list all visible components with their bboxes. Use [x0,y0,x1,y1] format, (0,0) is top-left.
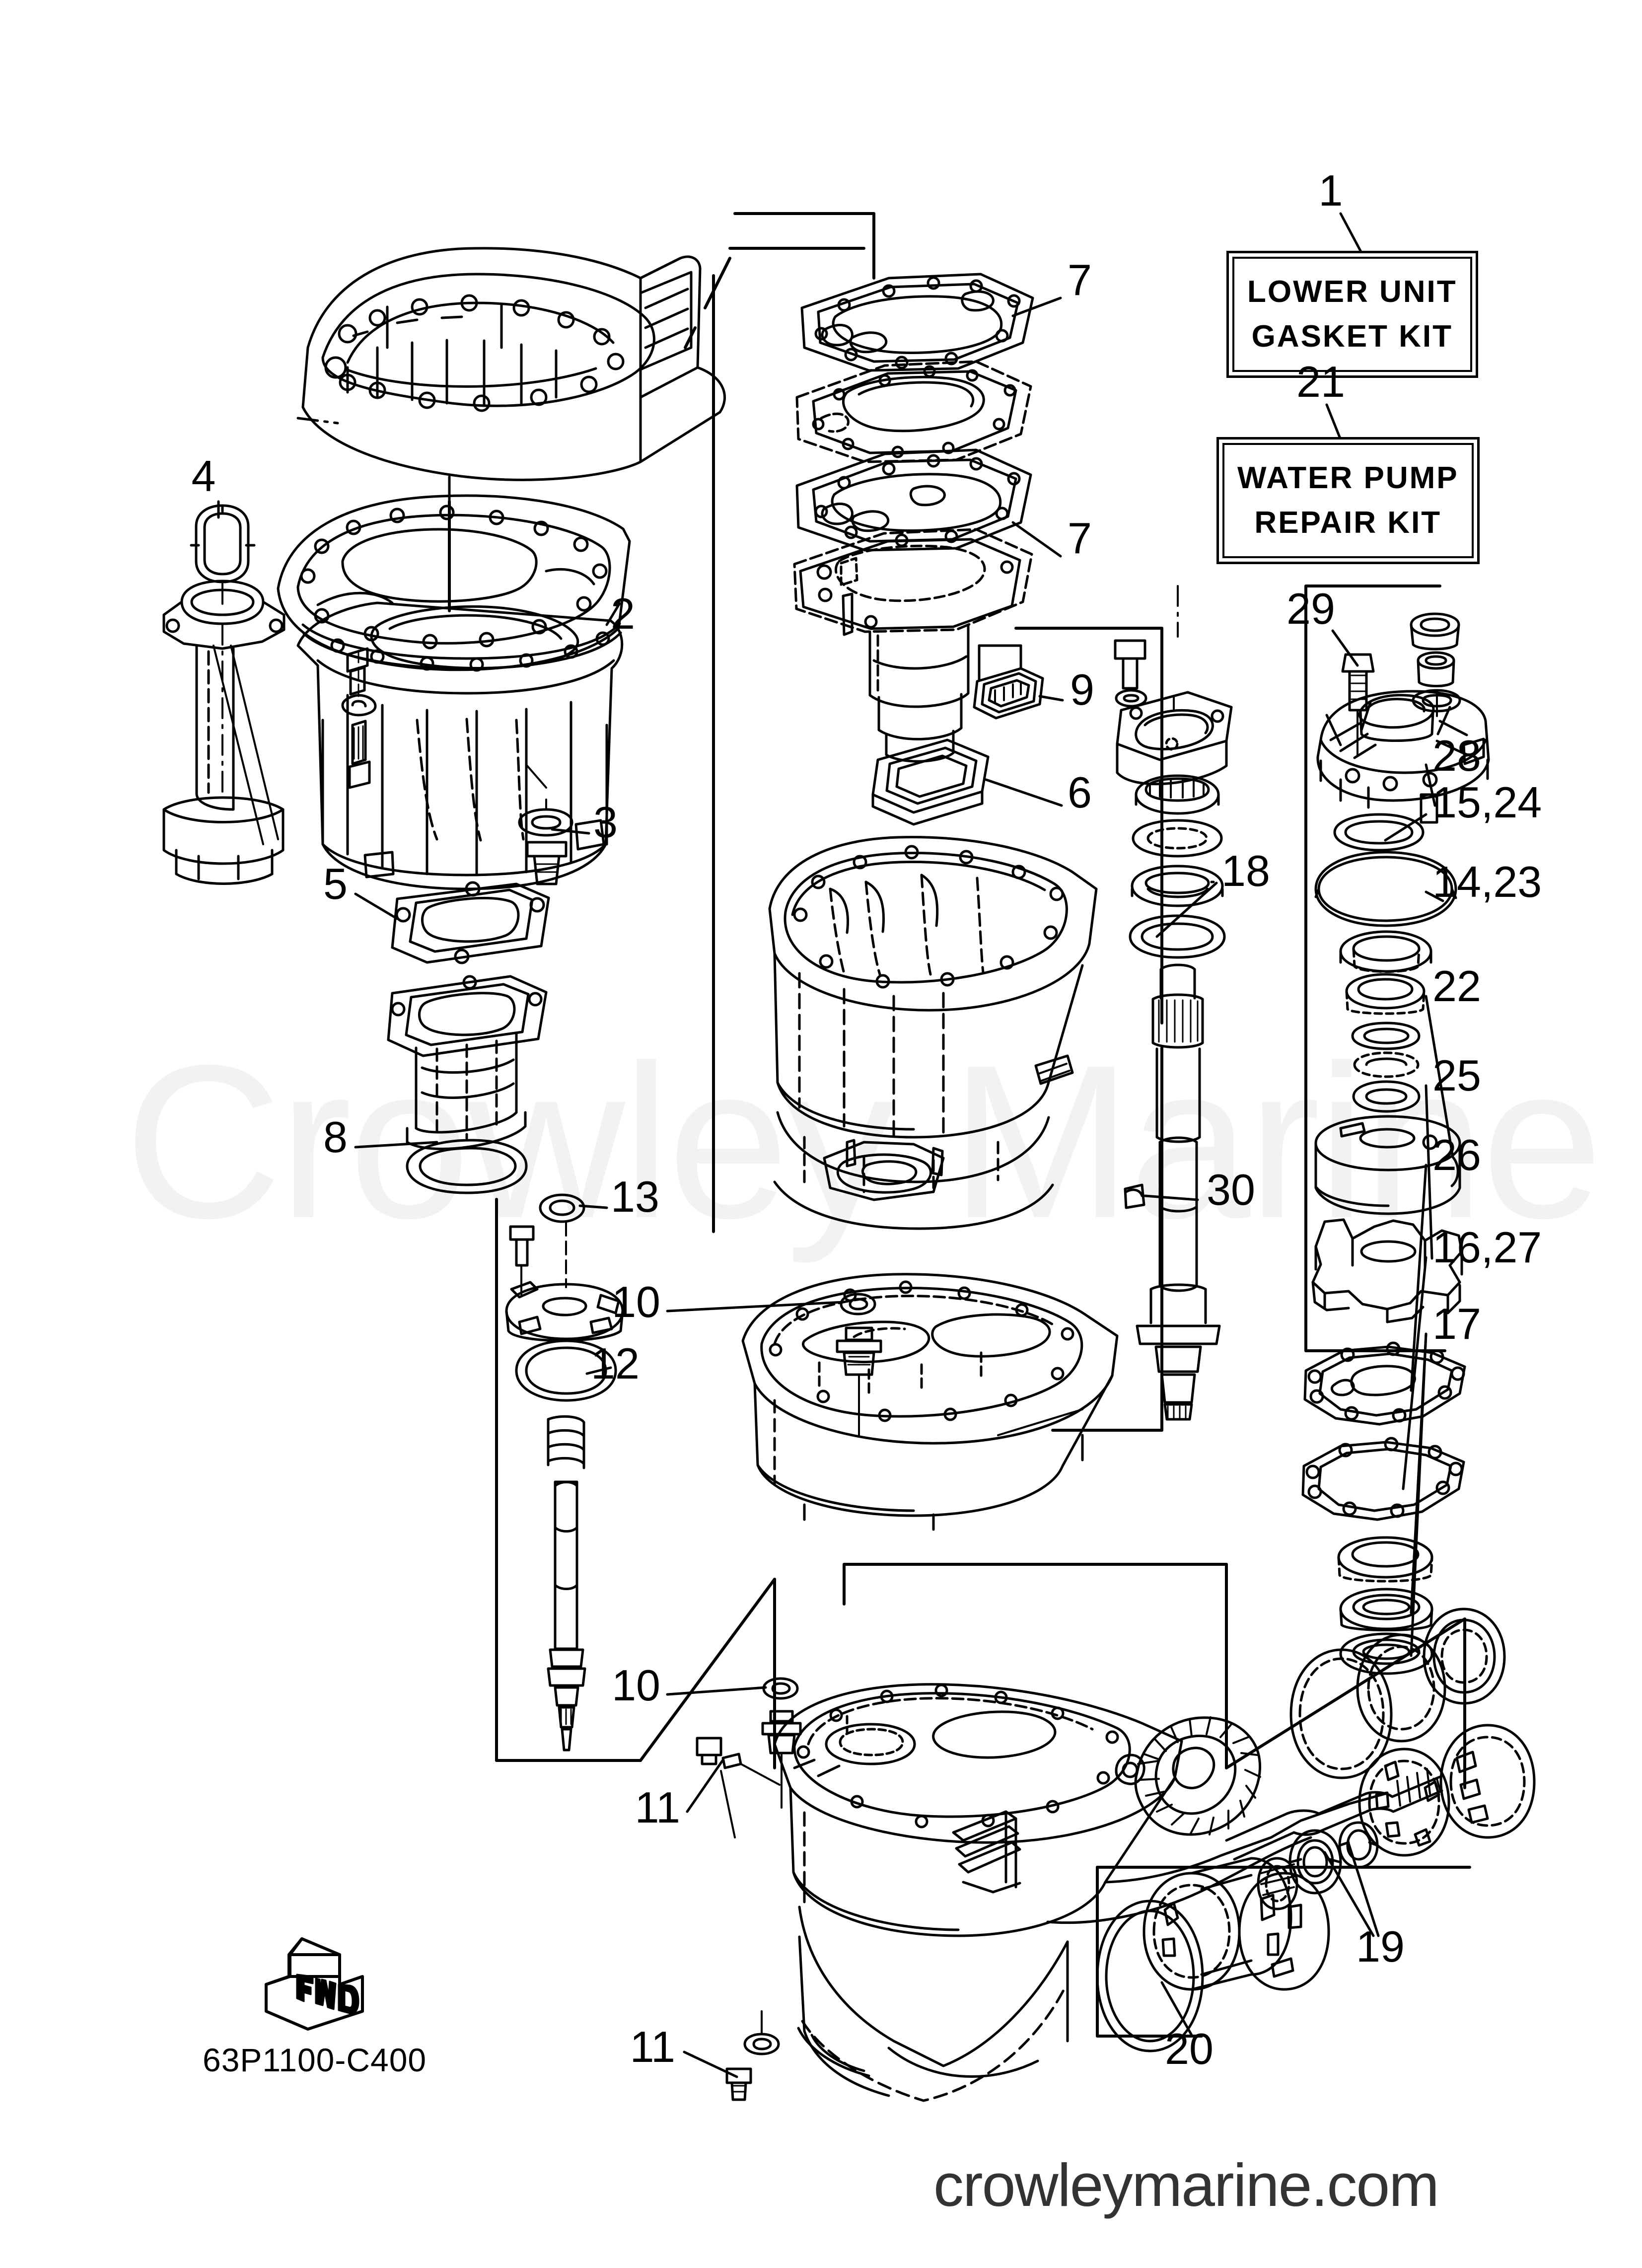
callout-11-lower: 11 [630,2022,675,2071]
callout-29: 29 [1286,584,1335,633]
oil-level-fitting-upper [836,1293,882,1436]
callout-18: 18 [1221,846,1270,895]
callout-1: 1 [1318,166,1343,215]
kit-box-lower-unit-gasket: LOWER UNIT GASKET KIT [1226,251,1478,378]
callout-5: 5 [323,859,348,908]
callout-15-24: 15,24 [1432,778,1542,827]
callout-16-27: 16,27 [1432,1223,1542,1272]
exhaust-inner-tube [387,975,548,1194]
water-strainer-9 [973,644,1044,720]
callout-2: 2 [611,589,635,638]
fwd-direction-arrow [265,1937,364,2031]
upper-casing-body [296,601,624,890]
kit-box-line-2: GASKET KIT [1251,319,1453,354]
lower-casing-main-body [768,836,1098,1230]
brand-footer: crowleymarine.com [933,2151,1439,2219]
forward-gear-and-bearings [1096,1608,1536,2052]
callout-12: 12 [591,1339,640,1388]
callout-11-upper: 11 [635,1783,680,1832]
water-inlet-tube-assembly [162,504,377,885]
upper-casing-gasket [277,494,631,671]
housing-mid-section [795,360,1032,463]
kit-box-water-pump-repair: WATER PUMP REPAIR KIT [1216,437,1480,564]
exhaust-guide-gasket-5 [391,881,550,964]
callout-26: 26 [1432,1130,1481,1179]
callout-8: 8 [323,1112,348,1162]
shift-rod-assembly [505,1193,624,1752]
callout-7-lower: 7 [1068,513,1092,563]
callout-13: 13 [611,1172,659,1221]
kit-box-line-1: LOWER UNIT [1247,275,1457,309]
callout-22: 22 [1432,961,1481,1011]
gasket-7-lower [795,448,1032,552]
callout-6: 6 [1068,768,1092,817]
gearcase-housing [773,1683,1443,2102]
callout-leader-lines [217,212,1454,2078]
upper-casing-housing [296,247,726,503]
callout-3: 3 [593,798,618,847]
callout-30: 30 [1207,1165,1255,1214]
callout-25: 25 [1432,1051,1481,1100]
callout-20: 20 [1165,2024,1214,2073]
diagram-part-code: 63P1100-C400 [203,2042,427,2078]
drain-screw-and-gasket [518,764,573,885]
kit-box-line-2: REPAIR KIT [1254,505,1442,540]
driveshaft-housing-assembly [1114,585,1233,1421]
callout-14-23: 14,23 [1432,857,1542,906]
callout-19: 19 [1356,1922,1405,1971]
callout-17: 17 [1432,1299,1481,1348]
exhaust-seal-ring-6 [871,738,990,826]
callout-10-upper: 10 [612,1277,660,1326]
callout-9: 9 [1070,665,1094,714]
lower-cowl-housing [741,1273,1119,1531]
callout-21: 21 [1296,357,1345,406]
callout-10-lower: 10 [612,1661,660,1710]
callout-4: 4 [191,451,216,501]
group-bracket-lines [448,212,1471,2038]
callout-28: 28 [1432,731,1481,780]
gasket-7-upper [800,273,1034,372]
callout-7-upper: 7 [1068,255,1092,304]
kit-box-line-1: WATER PUMP [1237,461,1459,495]
water-pump-assembly [1301,612,1490,1675]
anode-screws-11 [696,1737,781,2101]
